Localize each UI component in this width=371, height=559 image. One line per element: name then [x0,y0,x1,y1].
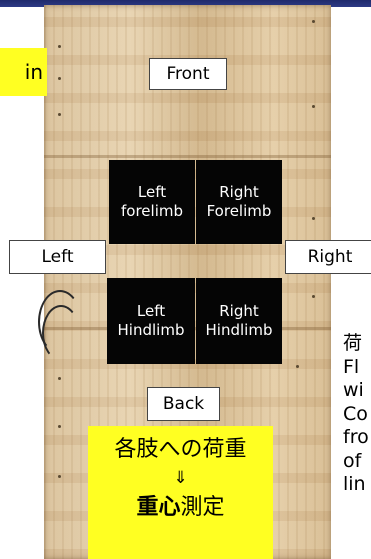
sensor-label: Right [219,183,259,201]
right-label: Right [285,240,371,274]
board-seam [44,155,331,158]
right-forelimb-plate: Right Forelimb [196,160,282,244]
sensor-label: Forelimb [206,202,272,220]
side-text-line: 荷 [343,332,363,354]
side-text-line: fro [343,426,369,448]
sensor-label: Left [137,183,167,201]
cropped-side-text: 荷 Fl wi Co fro of lin [343,332,371,497]
highlight-tag: in [0,48,47,96]
sensor-label: Left [136,302,166,320]
cable [38,290,82,354]
screw-icon [58,475,61,478]
right-hindlimb-plate: Right Hindlimb [196,278,282,364]
side-text-line: lin [343,473,366,495]
header-bar [0,0,371,7]
left-forelimb-plate: Left forelimb [109,160,195,244]
screw-icon [296,365,299,368]
caption-rest: 測定 [180,495,225,520]
sensor-label: Right [219,302,259,320]
screw-icon [312,105,315,108]
sensor-label: forelimb [121,202,183,220]
side-text-line: of [343,449,362,472]
highlight-tag-text: in [24,60,43,84]
screw-icon [58,45,61,48]
screw-icon [58,425,61,428]
sensor-label: Hindlimb [117,321,185,339]
side-text-line: wi [343,379,364,401]
side-text-line: Fl [343,355,360,378]
side-text-line: Co [343,402,368,425]
back-label: Back [147,387,220,421]
screw-icon [58,77,61,80]
screw-icon [58,113,61,116]
screw-icon [58,377,61,380]
cable [42,305,80,361]
caption-line: 各肢への荷重 [114,437,247,462]
sensor-label: Hindlimb [205,321,273,339]
left-label: Left [9,240,106,274]
caption-box: 各肢への荷重 ⇓ 重心測定 [88,426,273,559]
screw-icon [312,20,315,23]
screw-icon [312,295,315,298]
down-arrow-icon: ⇓ [173,468,188,488]
caption-line: 重心測定 [136,490,224,526]
left-hindlimb-plate: Left Hindlimb [107,278,195,364]
caption-bold: 重心 [136,495,181,520]
screw-icon [312,217,315,220]
front-label: Front [149,58,227,90]
